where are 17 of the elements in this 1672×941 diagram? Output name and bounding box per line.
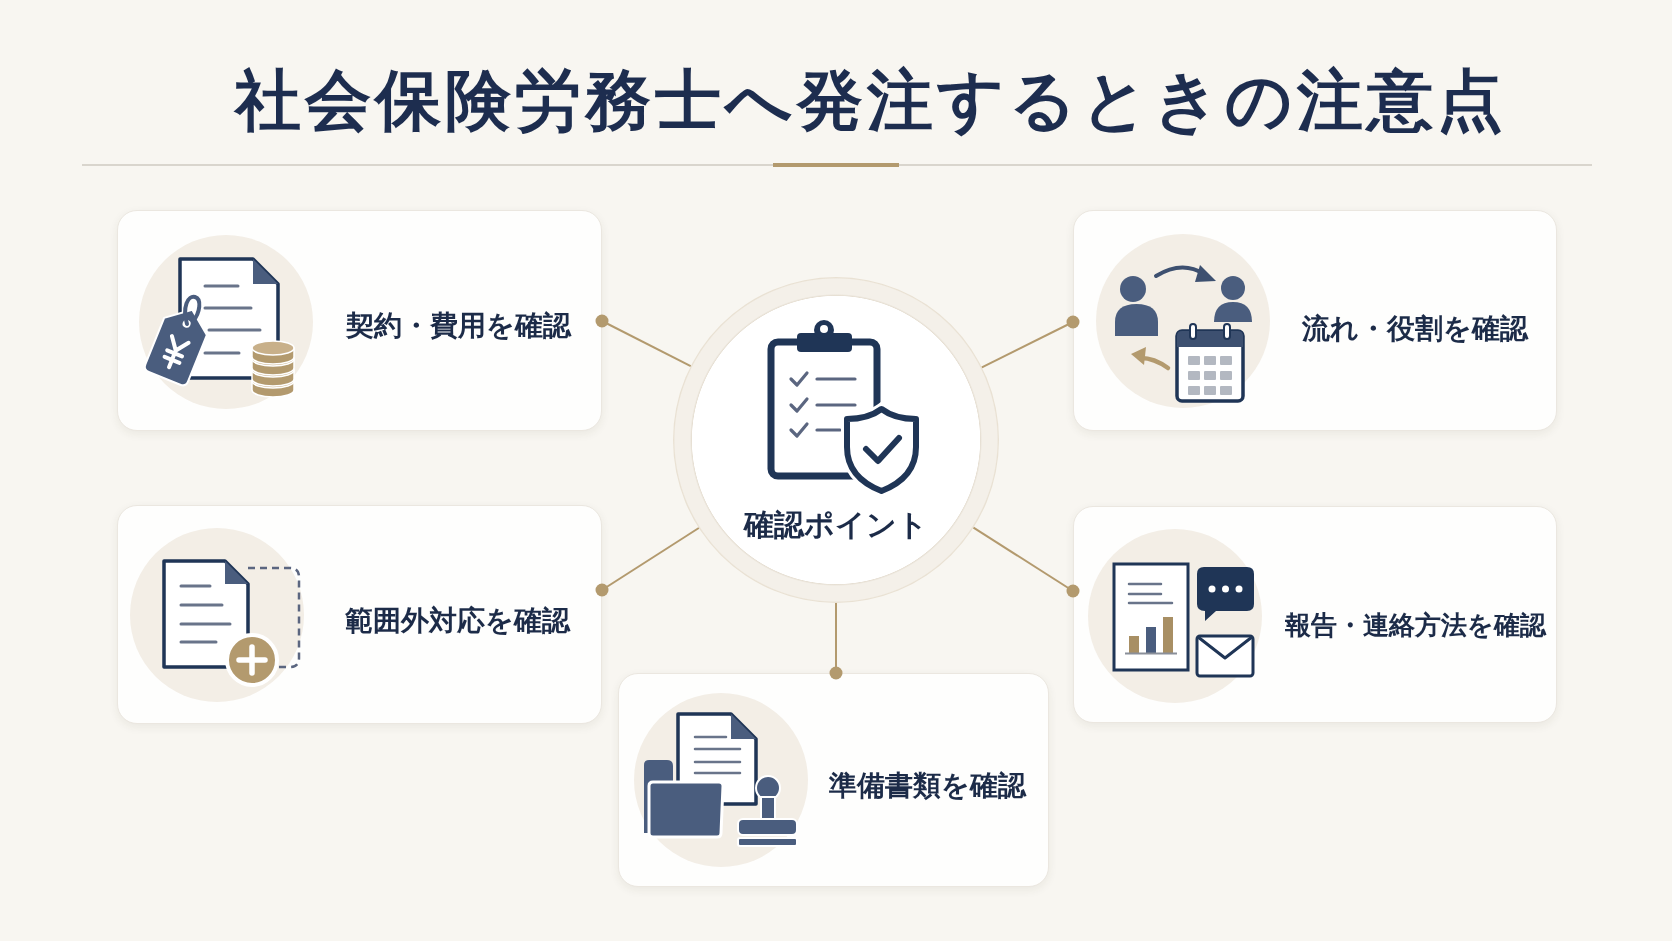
card-label: 契約・費用を確認: [346, 309, 571, 343]
card-label: 準備書類を確認: [829, 769, 1026, 803]
card-label: 範囲外対応を確認: [345, 604, 570, 638]
connector-line: [972, 526, 1080, 598]
connector-line: [595, 314, 692, 368]
card: [1073, 210, 1557, 431]
connector-line: [595, 527, 700, 597]
card: [117, 505, 602, 724]
card: [1073, 506, 1557, 723]
connector-line: [829, 602, 843, 680]
card-label: 流れ・役割を確認: [1302, 312, 1528, 346]
card-label: 報告・連絡方法を確認: [1285, 610, 1546, 642]
card: [618, 673, 1049, 887]
card: [117, 210, 602, 431]
title: 社会保険労務士へ発注するときの注意点: [235, 61, 1507, 141]
hub-label: 確認ポイント: [744, 507, 928, 543]
connector-line: [980, 315, 1080, 369]
